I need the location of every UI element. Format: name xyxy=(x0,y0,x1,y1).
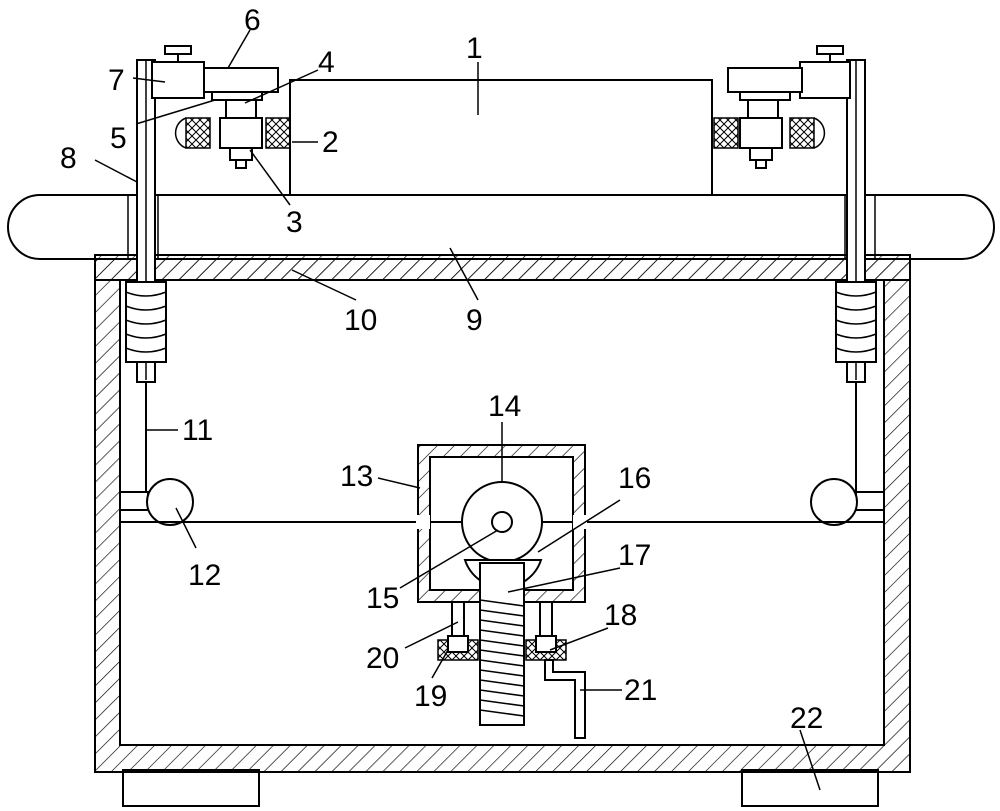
label-18: 18 xyxy=(604,599,637,632)
label-16: 16 xyxy=(618,462,651,495)
right-clamp-assembly xyxy=(713,45,866,383)
label-8: 8 xyxy=(60,142,77,175)
crank-handle xyxy=(544,659,586,739)
lead-screw xyxy=(479,562,525,726)
label-3: 3 xyxy=(286,206,303,239)
leader-lines xyxy=(94,29,821,791)
label-21: 21 xyxy=(624,674,657,707)
right-pulley xyxy=(810,478,858,526)
reel-shaft xyxy=(491,511,513,533)
label-11: 11 xyxy=(182,414,213,447)
left-top-bracket xyxy=(203,67,279,93)
right-top-bracket xyxy=(727,67,803,93)
right-spring xyxy=(835,281,877,363)
left-spring xyxy=(125,281,167,363)
label-1: 1 xyxy=(466,32,483,65)
label-7: 7 xyxy=(108,64,125,97)
label-13: 13 xyxy=(340,460,373,493)
label-20: 20 xyxy=(366,642,399,675)
support-plate xyxy=(7,194,995,260)
label-15: 15 xyxy=(366,582,399,615)
left-pulley xyxy=(146,478,194,526)
part-labels: 1 2 3 4 5 6 7 8 9 10 11 12 13 14 15 16 1… xyxy=(60,4,823,735)
label-4: 4 xyxy=(318,46,335,79)
label-22: 22 xyxy=(790,702,823,735)
label-12: 12 xyxy=(188,559,221,592)
left-slider-block xyxy=(151,61,205,99)
left-foot xyxy=(122,769,260,807)
label-5: 5 xyxy=(110,122,127,155)
label-10: 10 xyxy=(344,304,377,337)
label-6: 6 xyxy=(244,4,261,37)
label-9: 9 xyxy=(466,304,483,337)
label-17: 17 xyxy=(618,539,651,572)
top-cover-strip xyxy=(94,254,911,281)
right-foot xyxy=(741,769,879,807)
label-2: 2 xyxy=(322,126,339,159)
label-19: 19 xyxy=(414,680,447,713)
workpiece-body xyxy=(289,79,713,196)
label-14: 14 xyxy=(488,390,521,423)
right-slider-block xyxy=(799,61,851,99)
